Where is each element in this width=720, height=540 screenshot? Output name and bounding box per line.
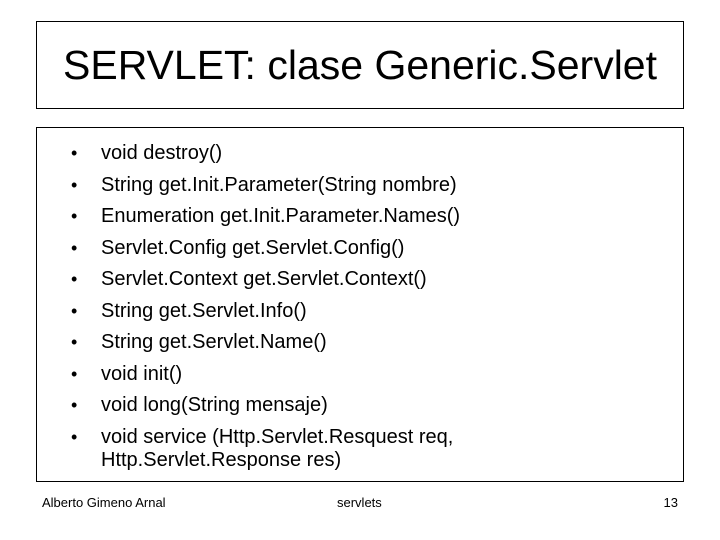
bullet-icon: • bbox=[71, 269, 78, 289]
list-item-text: Enumeration get.Init.Parameter.Names() bbox=[101, 205, 461, 227]
bullet-icon: • bbox=[71, 237, 78, 258]
list-item-text: String get.Servlet.Info() bbox=[101, 299, 307, 322]
list-item: • Servlet.Context get.Servlet.Context() bbox=[37, 264, 683, 296]
footer-topic: servlets bbox=[337, 495, 382, 510]
list-item-text: void init() bbox=[101, 362, 183, 385]
bullet-icon: • bbox=[71, 206, 78, 226]
list-item: • String get.Servlet.Info() bbox=[37, 296, 683, 328]
list-item-text: void destroy() bbox=[101, 142, 223, 164]
title-box: SERVLET: clase Generic.Servlet bbox=[36, 21, 684, 109]
list-item-text: String get.Init.Parameter(String nombre) bbox=[101, 173, 457, 196]
list-item: • String get.Servlet.Name() bbox=[37, 327, 683, 359]
list-item: • String get.Init.Parameter(String nombre… bbox=[37, 170, 683, 202]
list-item: • Servlet.Config get.Servlet.Config() bbox=[37, 233, 683, 265]
bullet-icon: • bbox=[71, 174, 78, 195]
method-list: • void destroy() • String get.Init.Paramet… bbox=[37, 138, 683, 472]
list-item-continuation: Http.Servlet.Response res) bbox=[101, 449, 342, 471]
list-item: • void long(String mensaje) bbox=[37, 390, 683, 422]
list-item-text: Servlet.Config get.Servlet.Config() bbox=[101, 236, 405, 259]
bullet-icon: • bbox=[71, 300, 78, 321]
list-item: • void destroy() bbox=[37, 138, 683, 170]
list-item-text: String get.Servlet.Name() bbox=[101, 331, 327, 353]
bullet-icon: • bbox=[71, 395, 78, 415]
list-item: • void service (Http.Servlet.Resquest req… bbox=[37, 422, 683, 473]
list-item-text: void service (Http.Servlet.Resquest req, bbox=[101, 425, 454, 448]
list-item: • void init() bbox=[37, 359, 683, 391]
slide-title: SERVLET: clase Generic.Servlet bbox=[63, 41, 657, 88]
bullet-icon: • bbox=[71, 363, 78, 384]
bullet-icon: • bbox=[71, 143, 78, 163]
list-item: • Enumeration get.Init.Parameter.Names() bbox=[37, 201, 683, 233]
content-box: • void destroy() • String get.Init.Paramet… bbox=[36, 127, 684, 482]
bullet-icon: • bbox=[71, 426, 78, 447]
list-item-text: void long(String mensaje) bbox=[101, 394, 328, 416]
bullet-icon: • bbox=[71, 332, 78, 352]
list-item-text: Servlet.Context get.Servlet.Context() bbox=[101, 268, 427, 290]
footer-author: Alberto Gimeno Arnal bbox=[42, 495, 166, 510]
footer-page-number: 13 bbox=[663, 495, 678, 510]
